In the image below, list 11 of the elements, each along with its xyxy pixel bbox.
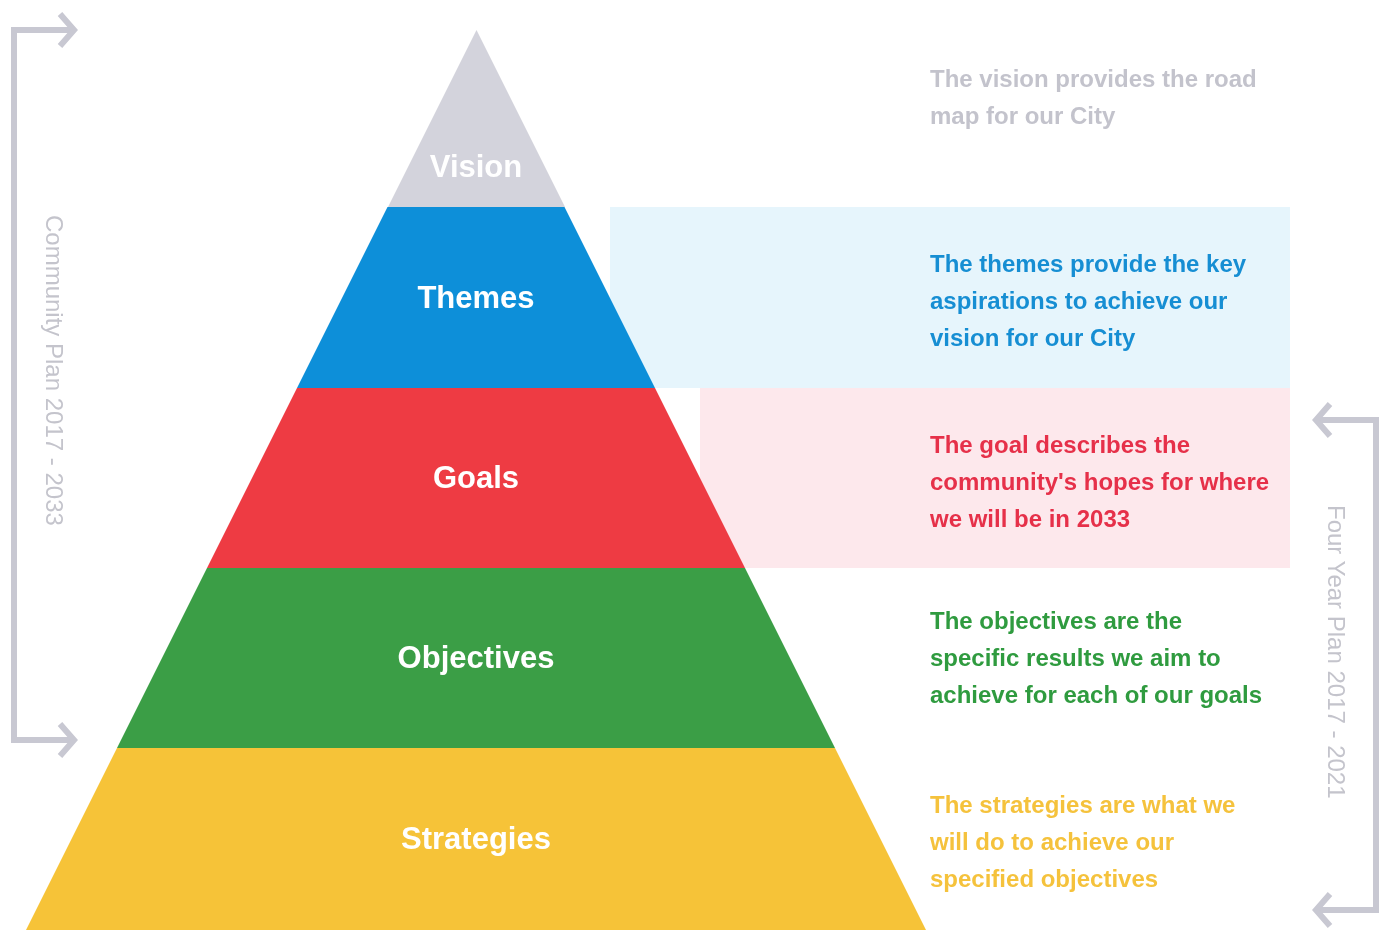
description-text: The strategies are what we will do to achieve our specified objectives bbox=[930, 790, 1237, 894]
vertical-label: Community Plan 2017 - 2033 bbox=[40, 215, 68, 526]
tier-label: Objectives bbox=[396, 640, 556, 676]
description-text: The objectives are the specific results we aim to achieve for each of our goals bbox=[930, 606, 1264, 710]
description-text: The themes provide the key aspirations to achieve our vision for our City bbox=[930, 249, 1248, 353]
vertical-label: Four Year Plan 2017 - 2021 bbox=[1322, 505, 1350, 799]
tier-label: Goals bbox=[431, 460, 521, 496]
tier-label: Themes bbox=[416, 279, 536, 316]
description-text: The vision provides the road map for our City bbox=[930, 64, 1258, 131]
tier-label: Strategies bbox=[400, 821, 552, 857]
description-text: The goal describes the community's hopes for where we will be in 2033 bbox=[930, 430, 1271, 534]
